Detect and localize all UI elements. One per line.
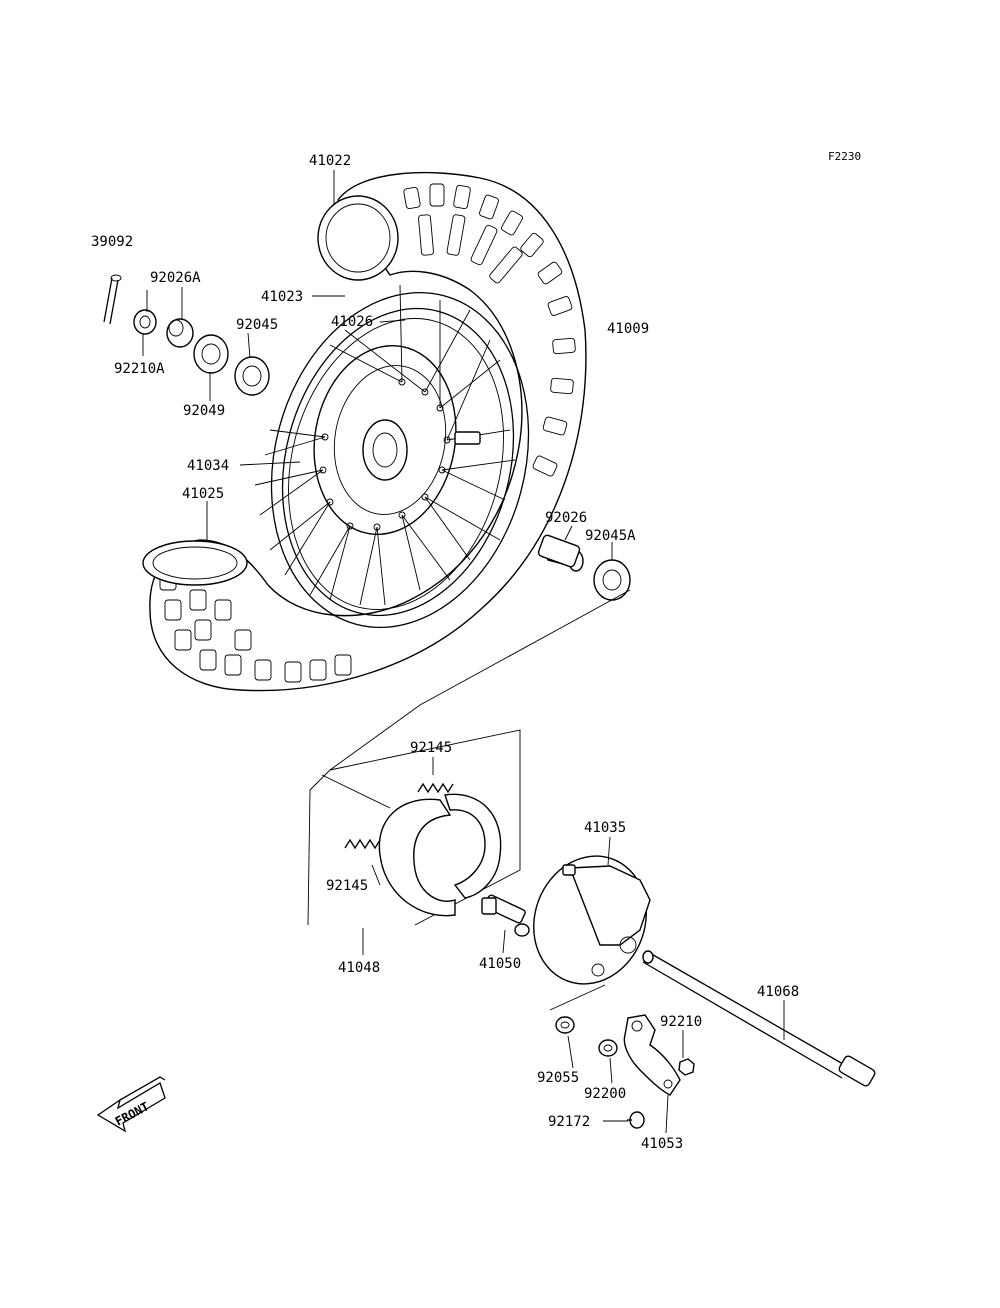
- label-41048: 41048: [338, 960, 380, 976]
- brake-arm-illustration: [623, 1014, 681, 1096]
- label-92172: 92172: [548, 1114, 590, 1130]
- leader-lines: [142, 170, 785, 1134]
- spacer-illustration: [537, 534, 584, 572]
- label-92145-top: 92145: [410, 740, 452, 756]
- washer-illustration: [555, 1016, 575, 1034]
- label-41068: 41068: [757, 984, 799, 1000]
- label-41035: 41035: [584, 820, 626, 836]
- label-41025: 41025: [182, 486, 224, 502]
- label-92026: 92026: [545, 510, 587, 526]
- label-41053: 41053: [641, 1136, 683, 1152]
- label-92055: 92055: [537, 1070, 579, 1086]
- seal-illustration: [234, 356, 270, 396]
- washer-2-illustration: [598, 1039, 618, 1057]
- label-92045A: 92045A: [585, 528, 636, 544]
- front-arrow-icon: FRONT: [96, 1076, 166, 1133]
- spring-bottom-illustration: [344, 838, 381, 850]
- label-41034: 41034: [187, 458, 229, 474]
- diagram-code: F2230: [828, 150, 861, 163]
- collar-illustration: [166, 318, 194, 348]
- label-92145-bottom: 92145: [326, 878, 368, 894]
- label-92210: 92210: [660, 1014, 702, 1030]
- label-39092: 39092: [91, 234, 133, 250]
- label-92049: 92049: [183, 403, 225, 419]
- cam-shaft-illustration: [481, 894, 530, 937]
- label-41050: 41050: [479, 956, 521, 972]
- label-92200: 92200: [584, 1086, 626, 1102]
- label-92210A: 92210A: [114, 361, 165, 377]
- bolt-illustration: [627, 1111, 645, 1129]
- brake-panel-illustration: [533, 855, 651, 985]
- brake-shoe-illustration: [378, 793, 502, 917]
- label-41009: 41009: [607, 321, 649, 337]
- label-41023: 41023: [261, 289, 303, 305]
- label-41022: 41022: [309, 153, 351, 169]
- label-41026: 41026: [331, 314, 373, 330]
- bearing-right-illustration: [593, 559, 631, 601]
- wheel-illustration: [142, 171, 587, 692]
- label-92045: 92045: [236, 317, 278, 333]
- axle-illustration: [642, 950, 876, 1087]
- cotter-pin-illustration: [103, 274, 122, 325]
- spring-top-illustration: [417, 782, 454, 794]
- nut-illustration: [678, 1058, 695, 1076]
- castle-nut-illustration: [133, 309, 157, 335]
- bearing-illustration: [193, 334, 229, 374]
- label-92026A: 92026A: [150, 270, 201, 286]
